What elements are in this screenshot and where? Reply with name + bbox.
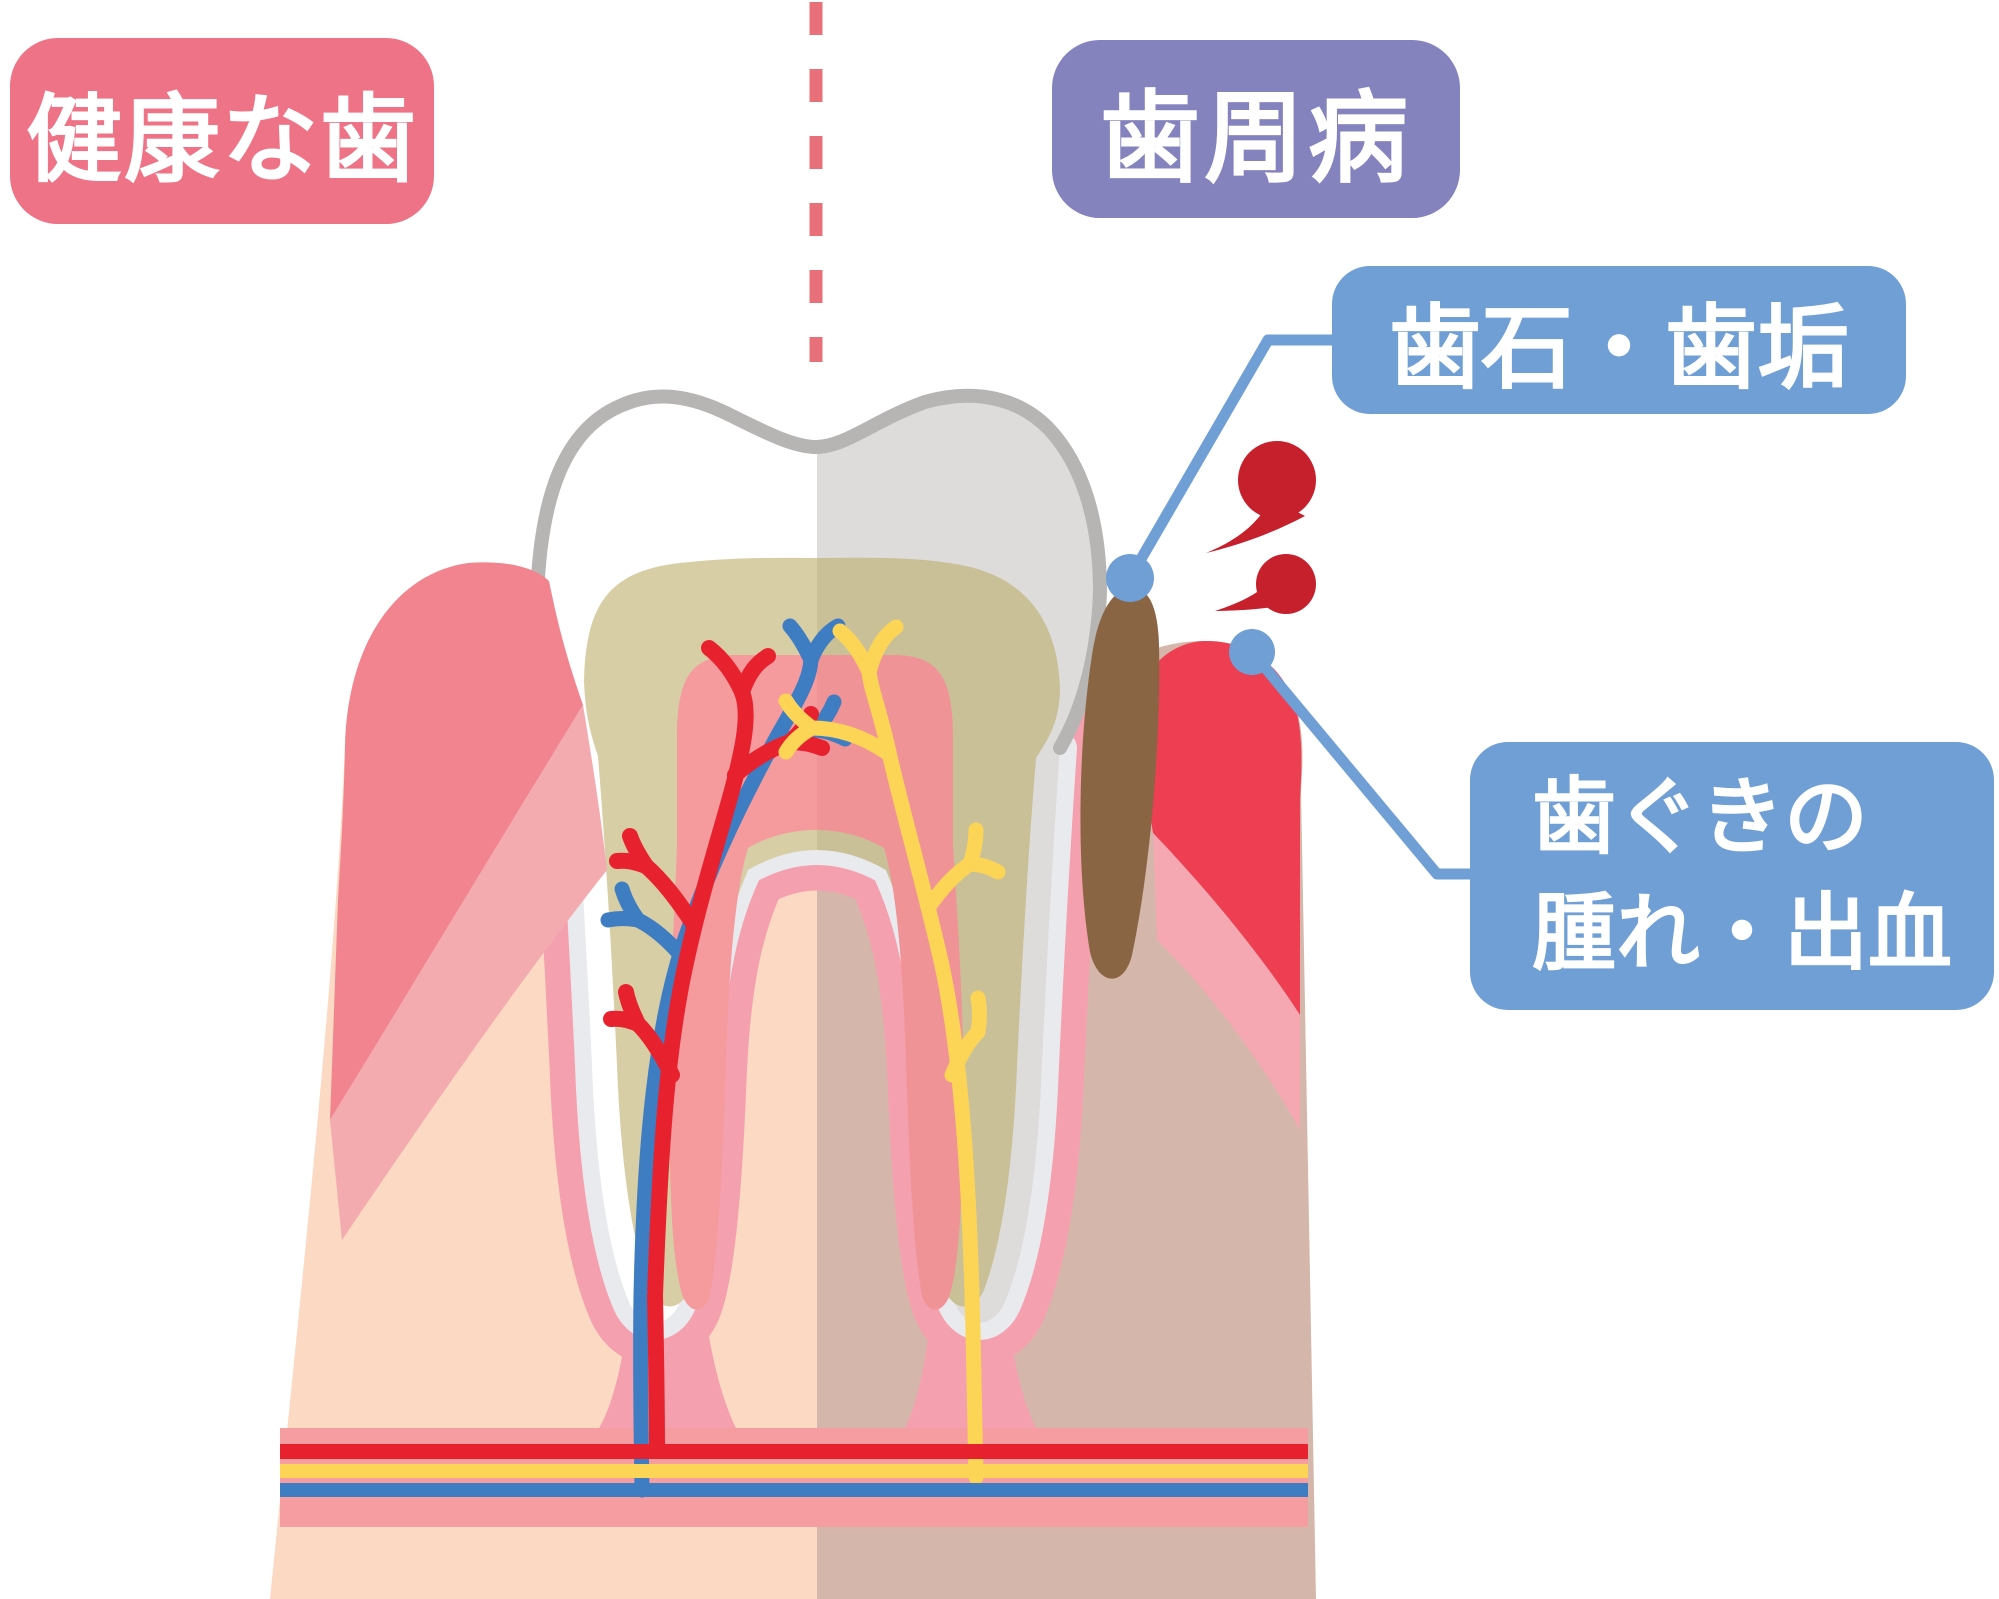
inflamed-gum-inner [1153, 833, 1300, 1130]
blood-drop-1 [1206, 441, 1316, 553]
nerve-root-exit [964, 1287, 984, 1485]
healthy-gum-inner [330, 705, 607, 1240]
healthy-tooth-badge: 健康な歯 [10, 38, 434, 224]
gum-swelling-line2: 腫れ・出血 [1532, 884, 1953, 982]
callout-line-tartar [1125, 334, 1336, 581]
inflamed-gum [1137, 640, 1302, 1015]
callout-dot-gum [1229, 629, 1275, 675]
healthy-gum-outer [330, 562, 583, 1120]
callout-line-gum [1247, 648, 1484, 880]
blood-drop-2 [1215, 554, 1316, 614]
tartar-callout-label: 歯石・歯垢 [1388, 294, 1849, 402]
callout-connectors [1125, 334, 1484, 880]
callout-dot-tartar [1106, 554, 1154, 602]
tartar-deposit [1080, 587, 1160, 979]
nerve-vessel [778, 619, 1006, 1303]
gum-swelling-callout-badge: 歯ぐきの 腫れ・出血 [1470, 742, 1994, 1010]
vein-root-exit [633, 1287, 650, 1498]
nerve-band-line [280, 1464, 1308, 1478]
artery-root-exit [647, 1287, 665, 1459]
pulp-vessels [600, 618, 1006, 1498]
periodontal-disease-badge: 歯周病 [1052, 40, 1460, 218]
gum-swelling-line1: 歯ぐきの [1532, 768, 1869, 867]
healthy-tooth-label: 健康な歯 [26, 83, 418, 196]
artery-band-line [280, 1444, 1308, 1459]
vein-band-line [280, 1483, 1308, 1497]
periodontal-disease-label: 歯周病 [1100, 79, 1412, 197]
tartar-callout-badge: 歯石・歯垢 [1332, 266, 1906, 414]
